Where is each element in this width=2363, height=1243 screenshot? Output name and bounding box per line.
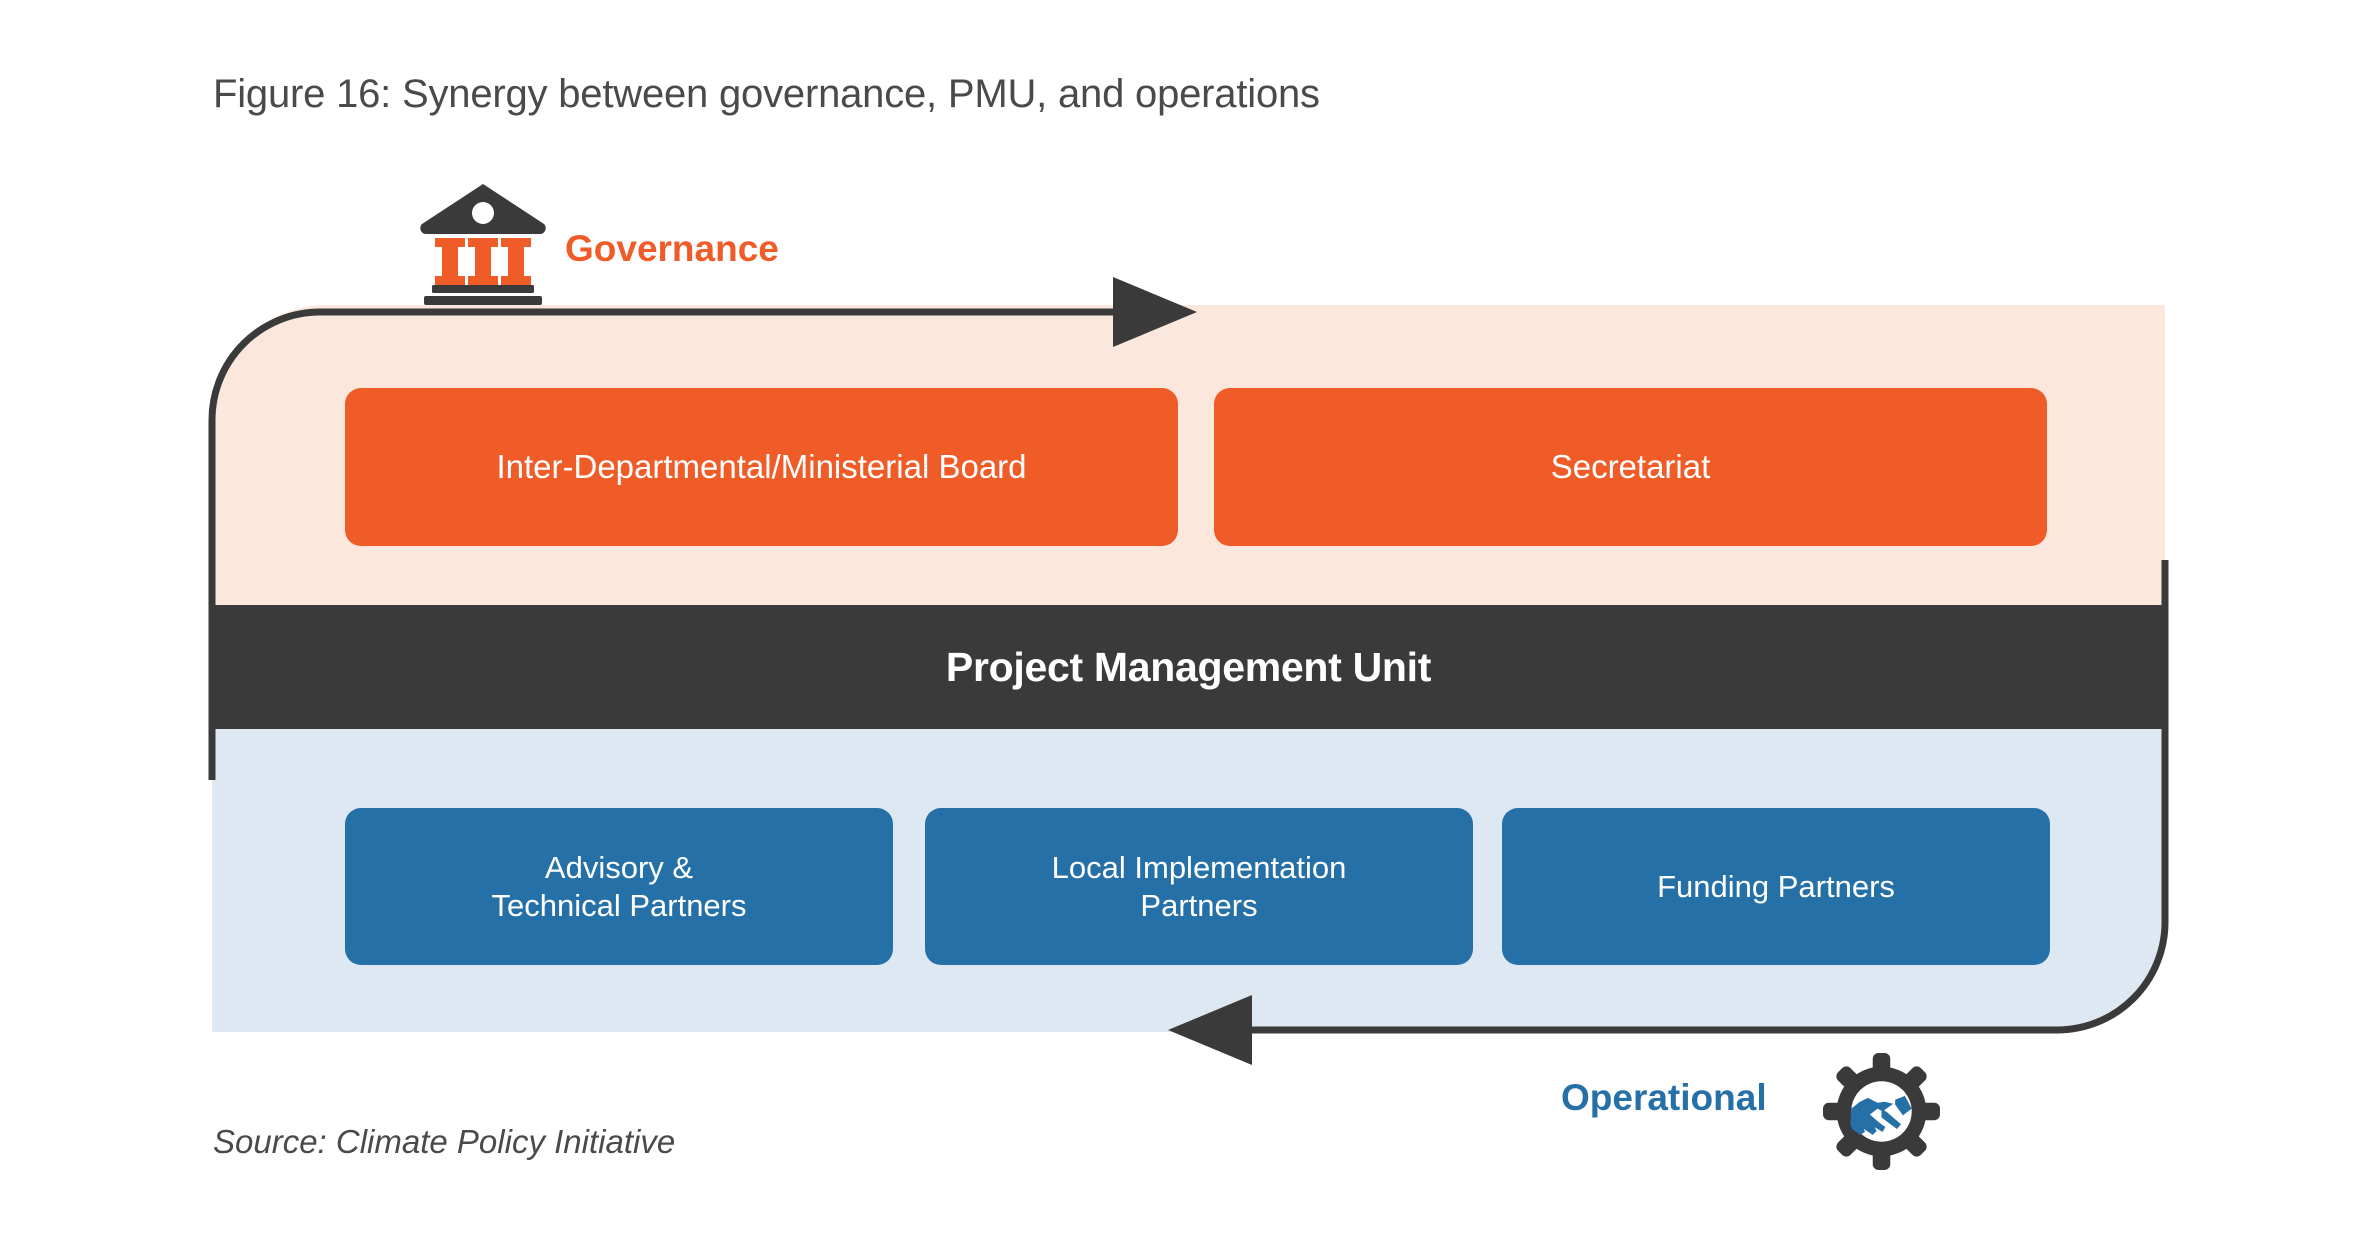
pmu-label: Project Management Unit — [945, 643, 1432, 690]
gear-handshake-icon — [1823, 1053, 1940, 1170]
node-advisory-technical-partners[interactable]: Advisory & Technical Partners — [345, 808, 893, 965]
node-label-line-1: Advisory & — [544, 849, 694, 885]
node-secretariat[interactable]: Secretariat — [1214, 388, 2047, 546]
source-note: Source: Climate Policy Initiative — [213, 1123, 676, 1160]
node-label-line-1: Local Implementation — [1051, 849, 1347, 885]
node-label: Funding Partners — [1657, 868, 1895, 904]
node-inter-departmental-ministerial-board[interactable]: Inter-Departmental/Ministerial Board — [345, 388, 1178, 546]
governance-legend-label: Governance — [565, 228, 779, 269]
node-funding-partners[interactable]: Funding Partners — [1502, 808, 2050, 965]
node-label: Inter-Departmental/Ministerial Board — [496, 447, 1027, 485]
page-title: Figure 16: Synergy between governance, P… — [213, 72, 1320, 116]
node-label: Advisory & Technical Partners — [491, 849, 746, 925]
node-label-line-2: Technical Partners — [491, 887, 747, 923]
node-label: Secretariat — [1550, 447, 1711, 485]
institution-bank-icon — [418, 180, 548, 305]
node-label-line-2: Partners — [1140, 887, 1258, 923]
node-local-implementation-partners[interactable]: Local Implementation Partners — [925, 808, 1473, 965]
node-label: Local Implementation Partners — [1052, 849, 1347, 925]
operational-legend-label: Operational — [1561, 1077, 1767, 1118]
